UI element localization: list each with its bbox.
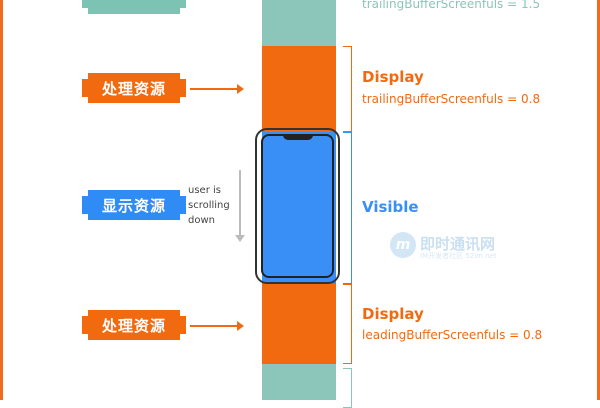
region-display-top-detail: trailingBufferScreenfuls = 0.8 xyxy=(362,92,541,106)
trailing-buffer-region xyxy=(262,0,336,46)
phone-notch xyxy=(283,134,313,140)
tag-process-bottom: 处理资源 xyxy=(82,310,186,340)
watermark-logo-icon: m xyxy=(390,232,416,258)
scroll-note: user is scrolling down xyxy=(188,185,230,226)
region-visible-title: Visible xyxy=(362,198,419,216)
bracket-visible xyxy=(343,132,352,284)
display-region-bottom xyxy=(262,284,336,364)
tag-process-top: 处理资源 xyxy=(82,73,186,103)
tag-display-label: 显示资源 xyxy=(101,196,166,215)
watermark-subtext: IM开发者社区 52im.net xyxy=(420,252,497,260)
phone-screen xyxy=(261,134,334,278)
arrow-process-top xyxy=(190,84,244,94)
tag-top-partial xyxy=(82,0,186,14)
leading-buffer-region xyxy=(262,364,336,400)
bracket-display-bottom xyxy=(343,284,352,364)
scroll-down-arrow xyxy=(235,170,245,242)
tag-process-top-label: 处理资源 xyxy=(101,79,166,98)
region-display-bottom-title: Display xyxy=(362,305,424,323)
arrow-process-bottom xyxy=(190,321,244,331)
watermark-text: 即时通讯网 xyxy=(420,235,496,253)
phone-outline xyxy=(255,128,340,284)
bracket-leading-partial xyxy=(343,368,352,408)
region-display-bottom-detail: leadingBufferScreenfuls = 0.8 xyxy=(362,328,543,342)
region-display-top-title: Display xyxy=(362,68,424,86)
bracket-display-top xyxy=(343,46,352,132)
tag-display: 显示资源 xyxy=(82,190,186,220)
display-region-top xyxy=(262,46,336,132)
region-trailing-detail: trailingBufferScreenfuls = 1.5 xyxy=(362,0,541,11)
tag-process-bottom-label: 处理资源 xyxy=(101,316,166,335)
